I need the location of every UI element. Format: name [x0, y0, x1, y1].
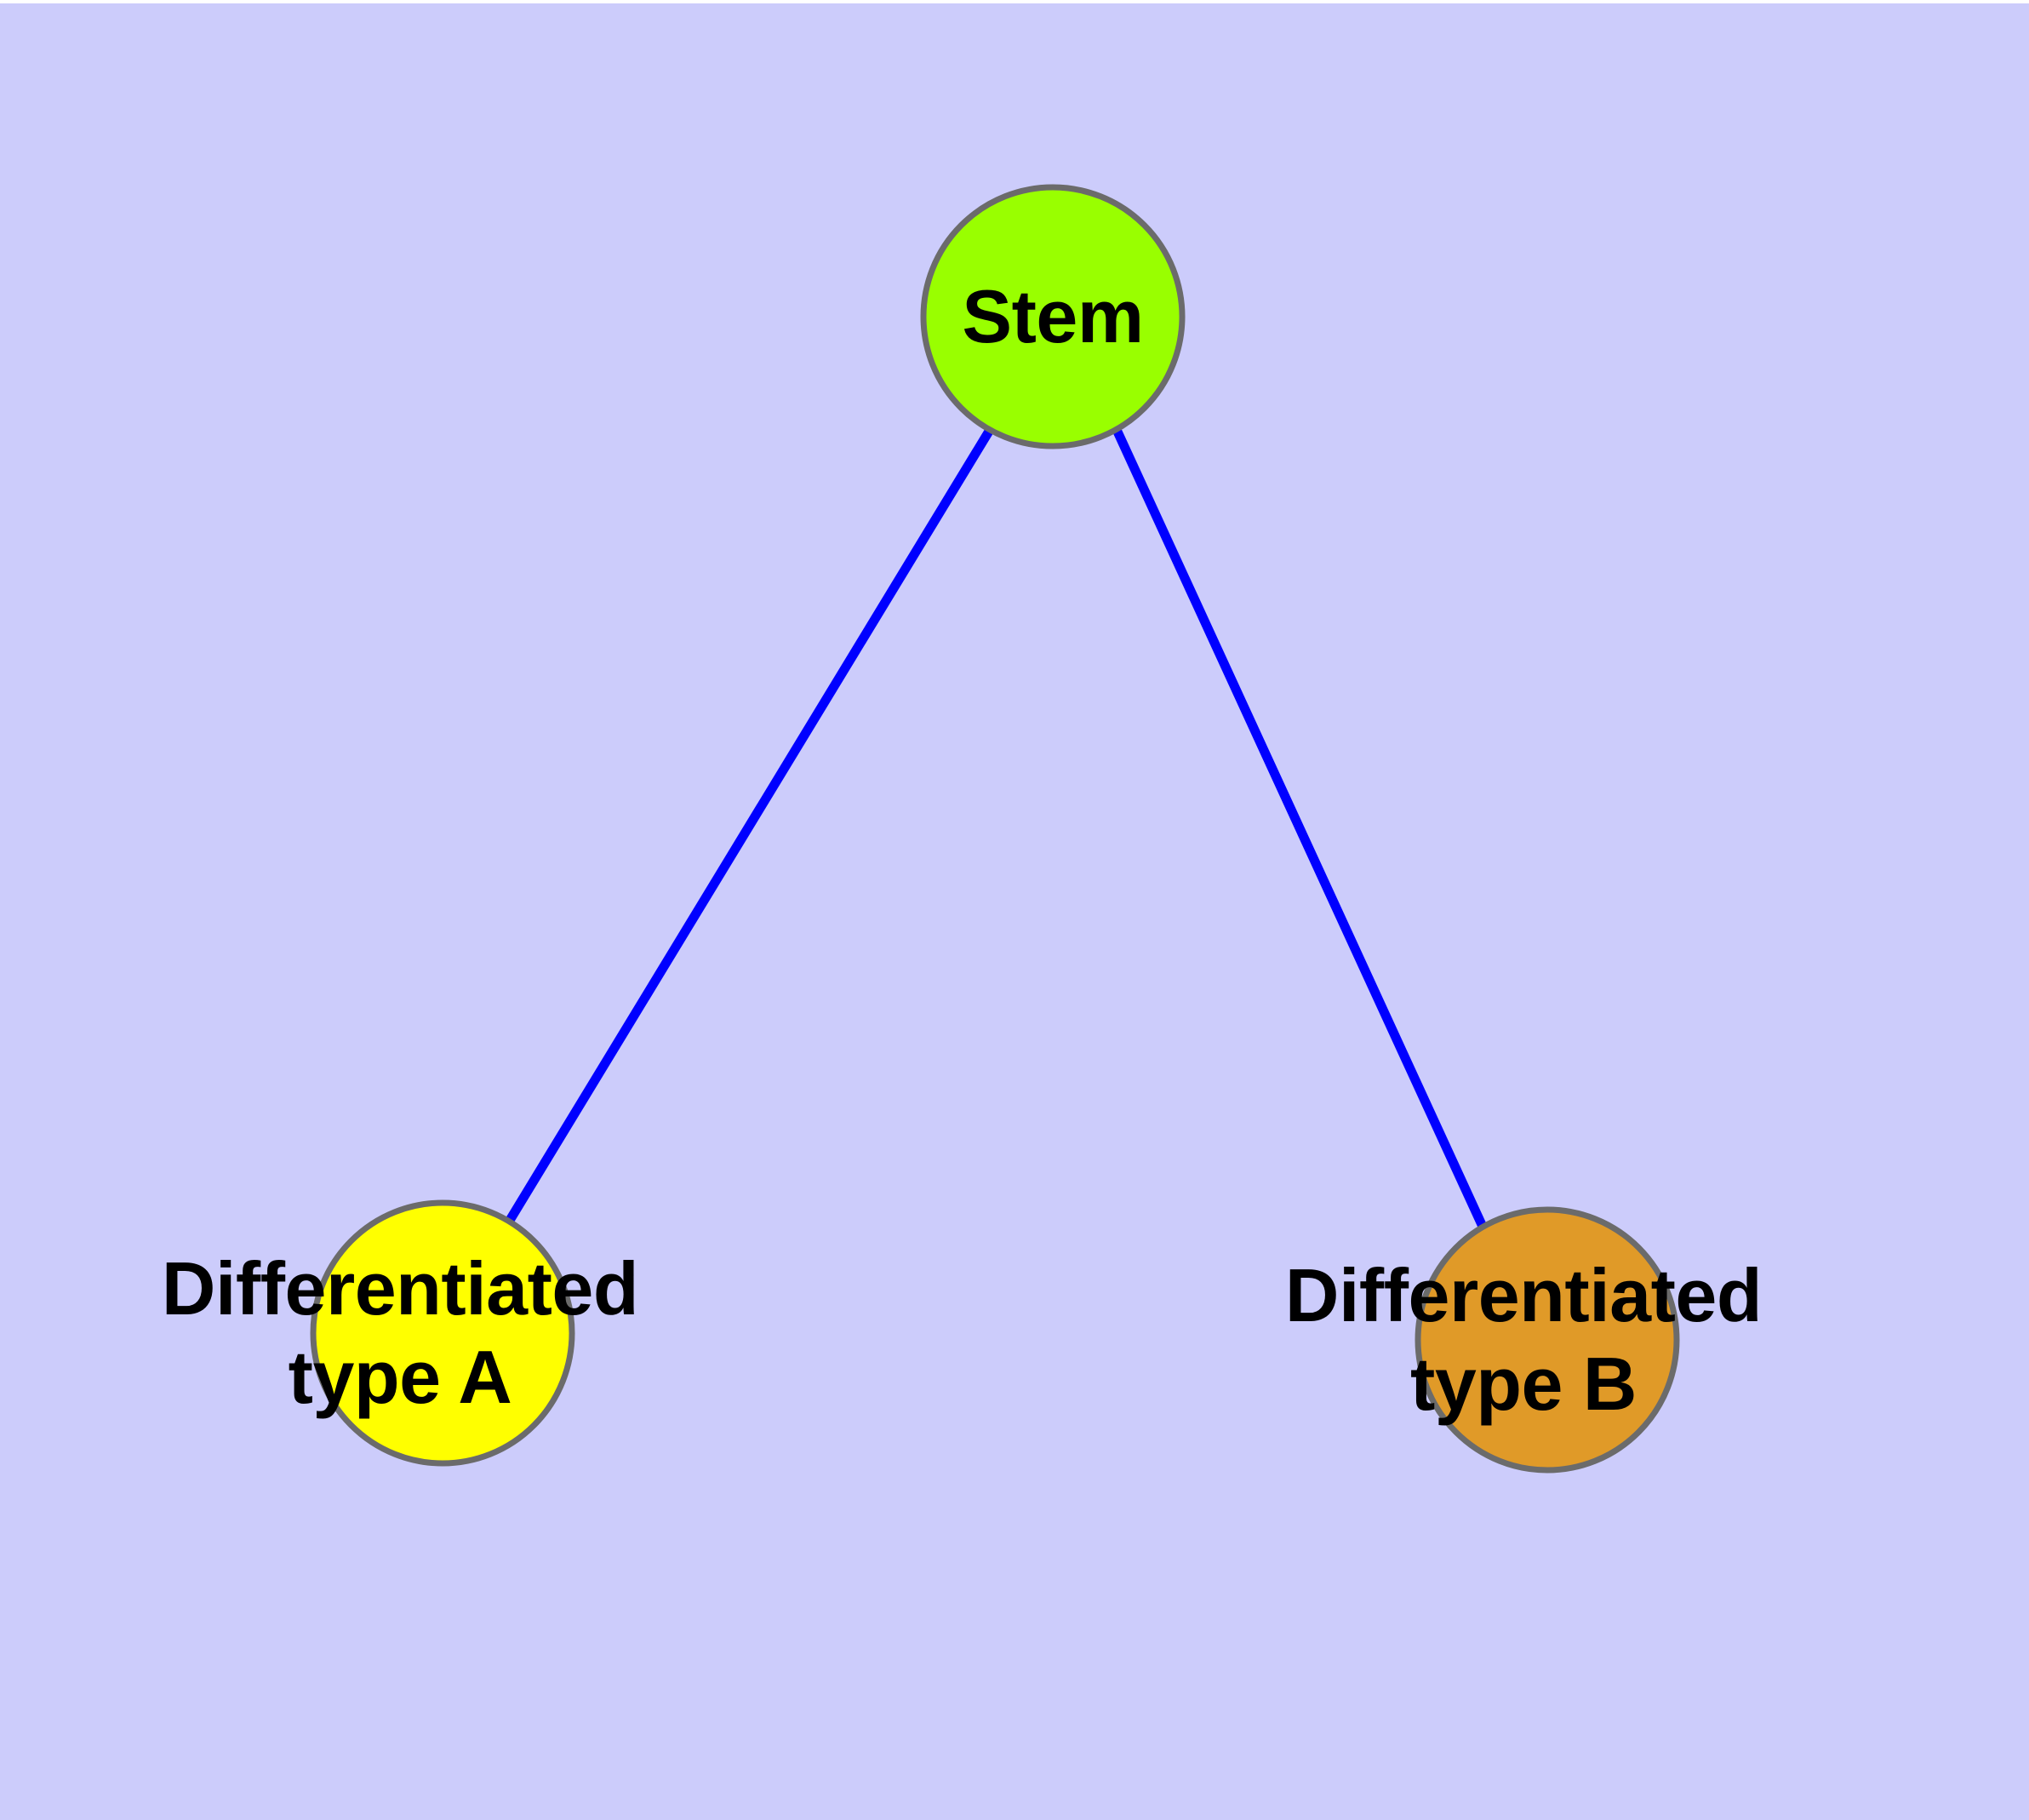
edge-stem-to-type-a[interactable]: [502, 427, 994, 1228]
node-differentiated-type-b[interactable]: [1415, 1206, 1680, 1474]
node-stem[interactable]: [920, 184, 1186, 449]
edge-stem-to-type-b[interactable]: [1113, 429, 1488, 1231]
node-differentiated-type-a[interactable]: [310, 1199, 575, 1467]
